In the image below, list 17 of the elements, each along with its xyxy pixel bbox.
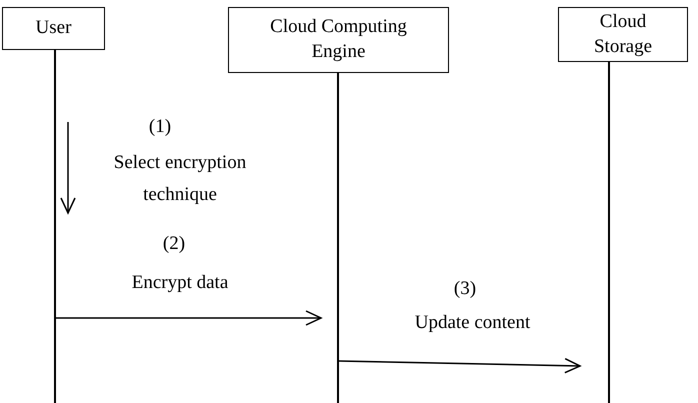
step-label: (2) (162, 232, 186, 256)
actor-box (558, 7, 688, 62)
edge-label: Update content (414, 311, 532, 335)
message-arrow (56, 310, 322, 326)
actor-name: Cloud Storage (592, 10, 654, 58)
lifeline (337, 73, 339, 403)
step-label: (3) (452, 277, 478, 301)
actor-box (228, 7, 449, 73)
message-arrow (338, 358, 581, 374)
step-label: Select encryption technique (112, 151, 248, 208)
edge-label: Encrypt data (130, 271, 230, 295)
actor-name: Cloud Computing Engine (269, 15, 408, 64)
step-label: (1) (148, 115, 172, 139)
lifeline (54, 50, 56, 403)
lifeline (608, 62, 610, 403)
actor-name: User (34, 16, 72, 40)
actor-box (2, 7, 105, 50)
